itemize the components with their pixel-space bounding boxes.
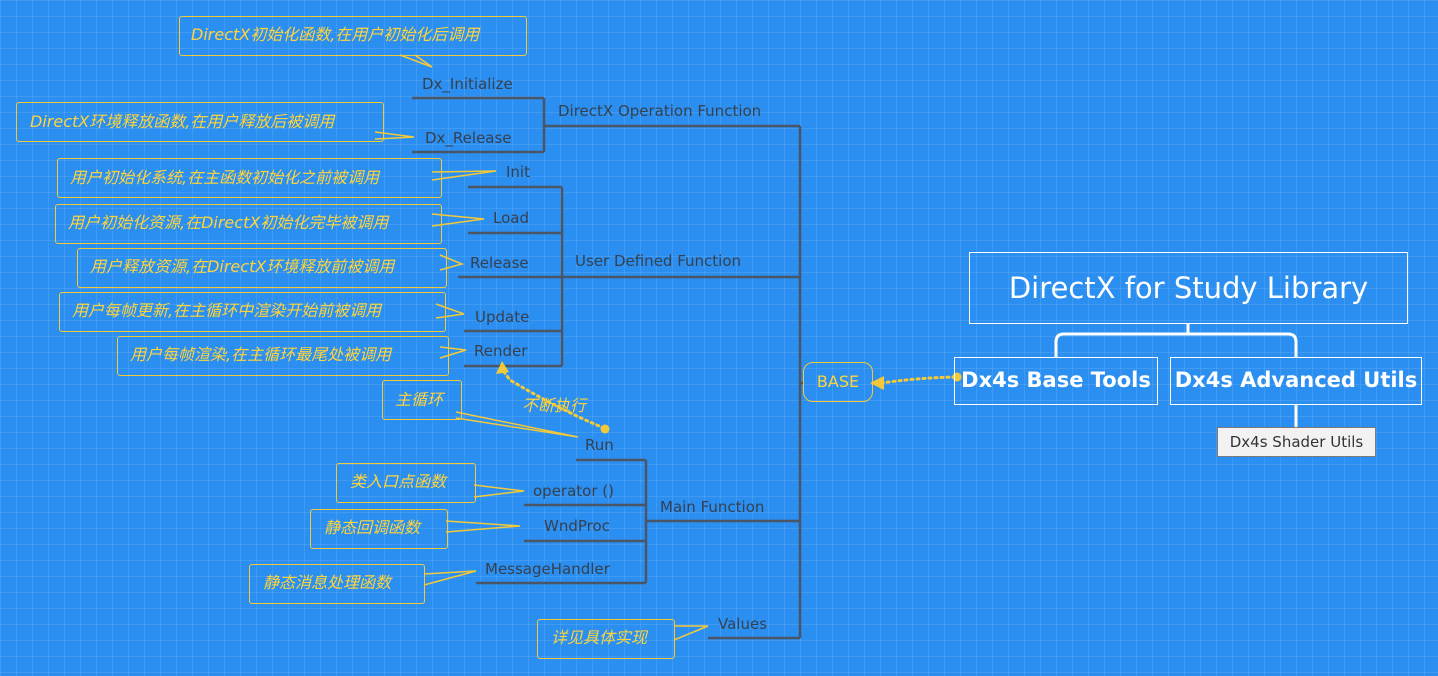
node-wndproc[interactable]: WndProc [544, 517, 610, 535]
note-dx-initialize: DirectX初始化函数,在用户初始化后调用 [191, 25, 480, 44]
note-update: 用户每帧更新,在主循环中渲染开始前被调用 [72, 301, 382, 320]
note-box-render [117, 336, 449, 376]
note-release: 用户释放资源,在DirectX环境释放前被调用 [90, 257, 395, 276]
node-run[interactable]: Run [585, 436, 614, 454]
group-user-defined[interactable]: User Defined Function [575, 252, 742, 270]
title-branch [1054, 332, 1298, 357]
note-render: 用户每帧渲染,在主循环最尾处被调用 [130, 345, 392, 364]
note-dx-release: DirectX环境释放函数,在用户释放后被调用 [30, 112, 335, 131]
library-title[interactable]: DirectX for Study Library [969, 252, 1408, 324]
base-tools-node[interactable]: Dx4s Base Tools [954, 357, 1158, 405]
node-dx-initialize[interactable]: Dx_Initialize [422, 75, 513, 93]
note-box-values [537, 619, 675, 659]
note-values: 详见具体实现 [551, 628, 648, 647]
base-arrowhead [870, 376, 884, 390]
node-update[interactable]: Update [475, 308, 530, 326]
note-box-load [55, 204, 442, 244]
node-render[interactable]: Render [474, 342, 528, 360]
group-directx-op[interactable]: DirectX Operation Function [558, 102, 762, 120]
note-box-wndproc [310, 509, 448, 549]
node-load[interactable]: Load [493, 209, 529, 227]
node-message-handler[interactable]: MessageHandler [485, 560, 610, 578]
note-pointer-dx-initialize [399, 54, 433, 68]
note-loop: 不断执行 [522, 396, 587, 415]
note-box-init [57, 158, 442, 198]
note-box-run [382, 380, 462, 420]
node-init[interactable]: Init [506, 163, 530, 181]
node-release[interactable]: Release [470, 254, 529, 272]
note-wndproc: 静态回调函数 [324, 518, 421, 537]
shader-utils-node[interactable]: Dx4s Shader Utils [1217, 427, 1376, 457]
node-dx-release[interactable]: Dx_Release [425, 129, 512, 147]
note-box-dx-release [16, 102, 384, 142]
advanced-utils-node[interactable]: Dx4s Advanced Utils [1170, 357, 1422, 405]
base-tools-dotted-arrow [880, 375, 957, 385]
note-box-release [77, 248, 447, 288]
node-operator[interactable]: operator () [533, 482, 614, 500]
note-box-update [59, 292, 446, 332]
render-arrowhead [496, 361, 509, 374]
base-node[interactable]: BASE [803, 362, 873, 402]
group-values[interactable]: Values [718, 615, 768, 633]
note-init: 用户初始化系统,在主函数初始化之前被调用 [70, 168, 380, 187]
note-load: 用户初始化资源,在DirectX初始化完毕被调用 [68, 213, 389, 232]
loop-dotted-arrow [502, 370, 606, 430]
note-box-operator [336, 463, 476, 503]
note-box-message-handler [249, 564, 425, 604]
run-dot [600, 424, 610, 434]
note-run: 主循环 [395, 390, 444, 409]
note-box-dx-initialize [179, 16, 527, 56]
group-main-function[interactable]: Main Function [660, 498, 765, 516]
note-operator: 类入口点函数 [350, 472, 447, 491]
note-message-handler: 静态消息处理函数 [263, 573, 392, 592]
